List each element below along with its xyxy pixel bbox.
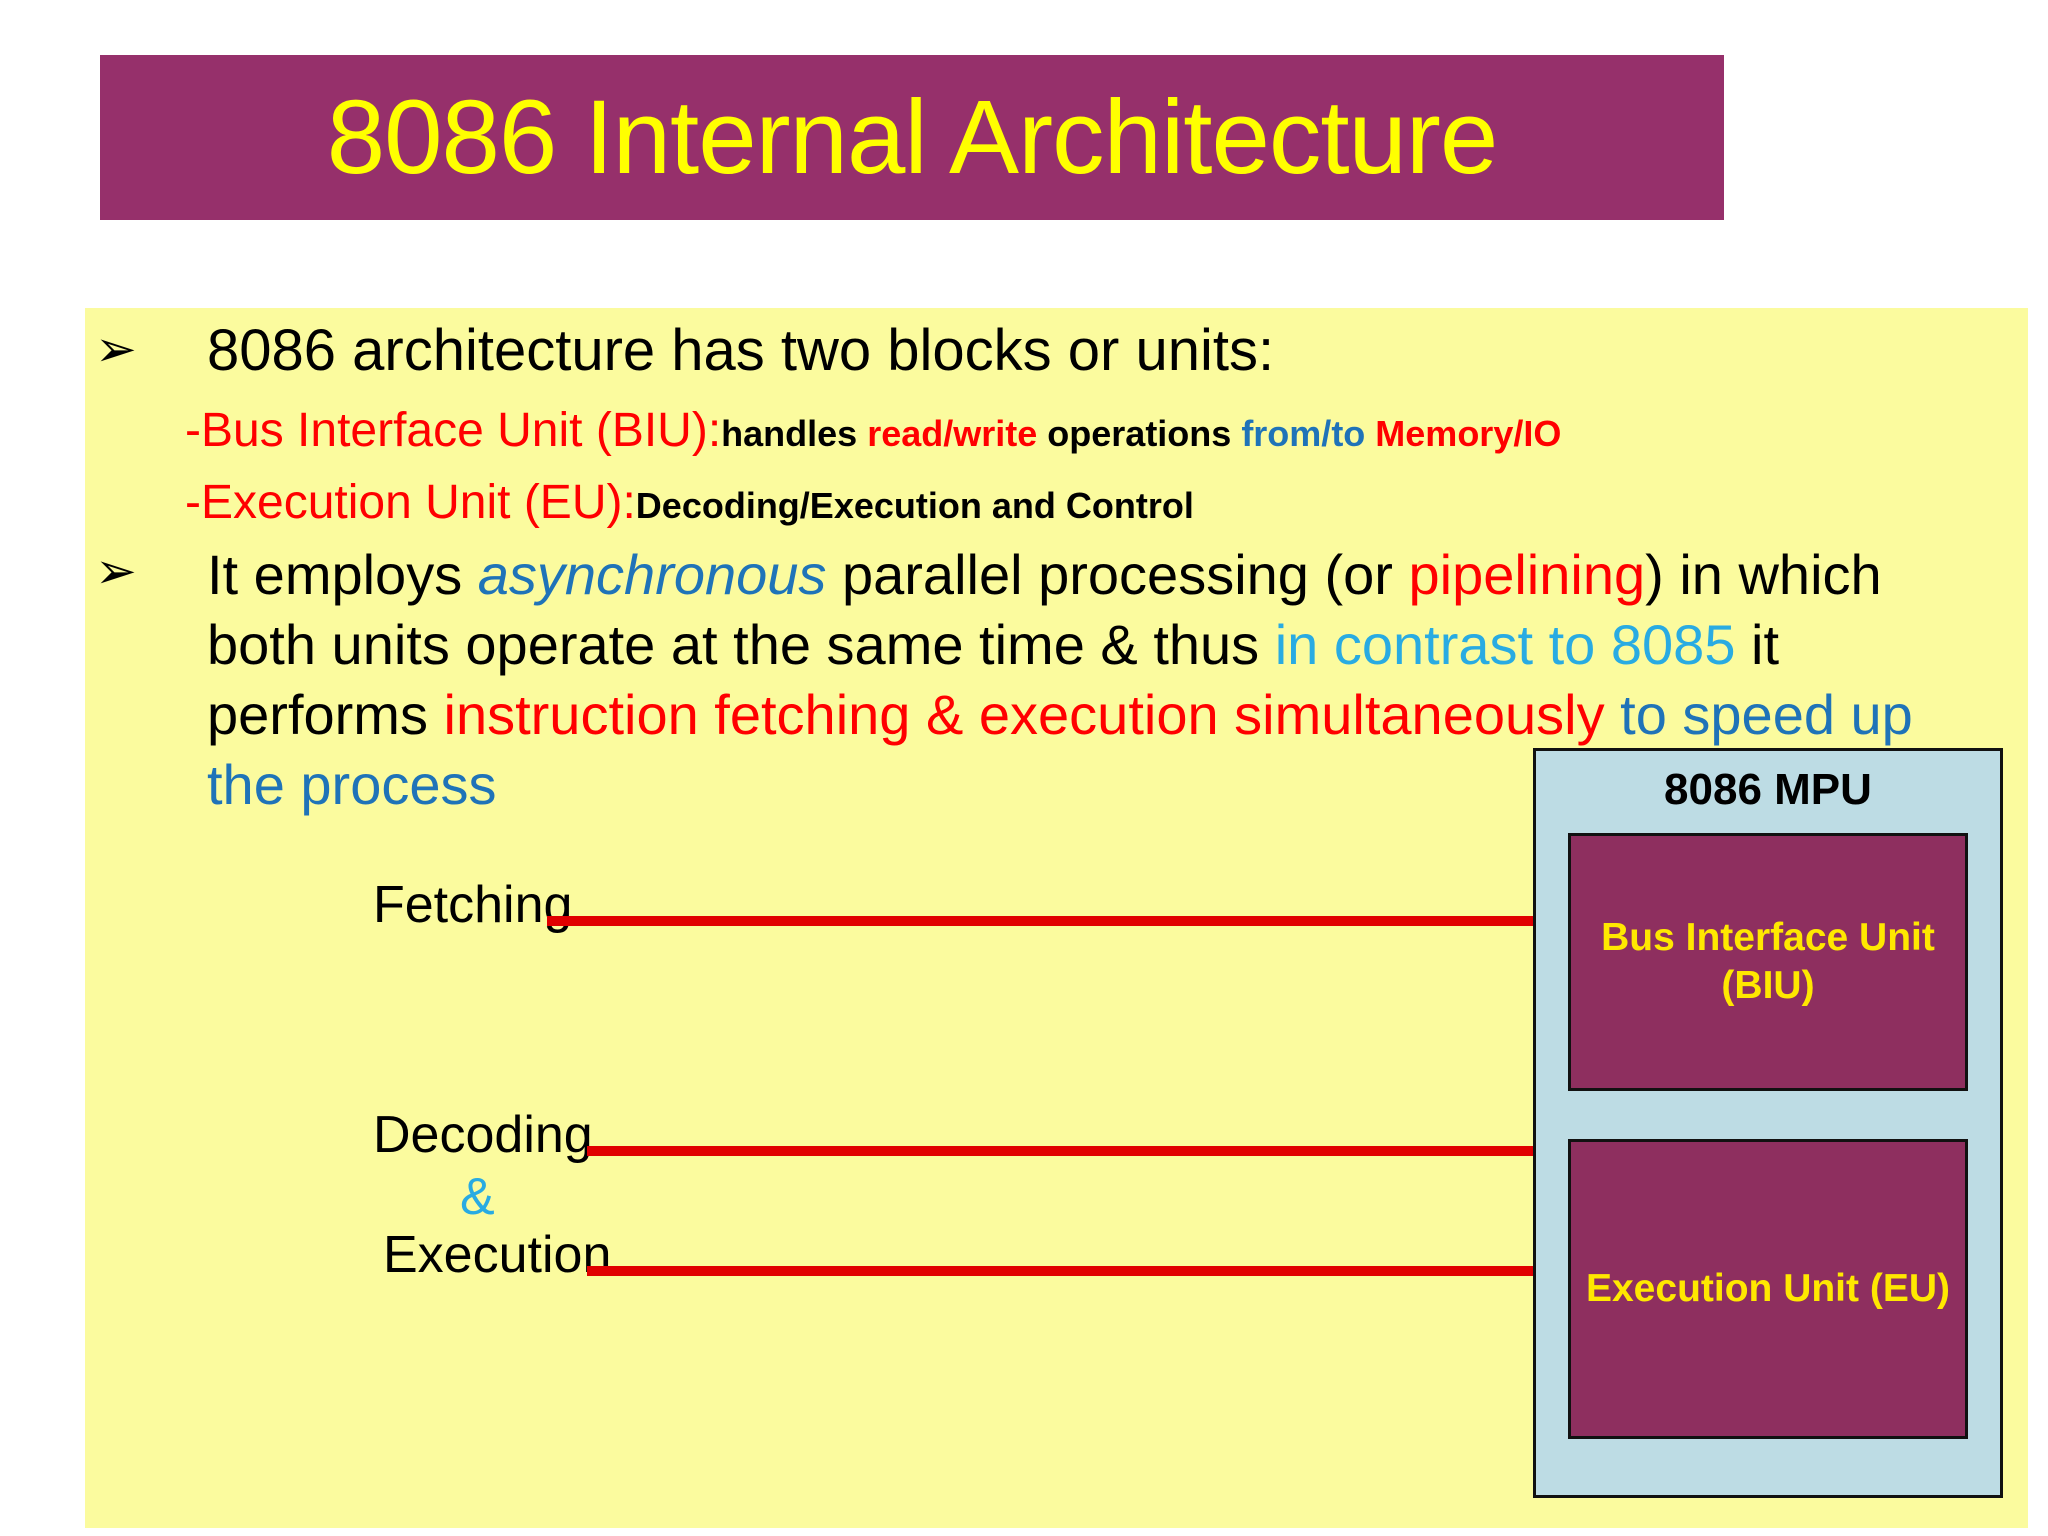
bullet-arrow-icon: ➢ — [95, 542, 137, 600]
sub-line-biu-part-4: Memory/IO — [1365, 413, 1562, 454]
sub-line-biu-part-1: read/write — [867, 413, 1038, 454]
sub-line-biu-head: -Bus Interface Unit (BIU): — [185, 404, 722, 457]
bullet-item-2: ➢ It employs asynchronous parallel proce… — [95, 540, 1965, 820]
sub-line-eu: -Execution Unit (EU):Decoding/Execution … — [185, 475, 1194, 534]
bullet-arrow-icon: ➢ — [95, 320, 137, 378]
sub-line-biu-part-3: from/to — [1241, 413, 1366, 454]
label-decoding: Decoding — [373, 1106, 593, 1164]
bullet-item-1: ➢ 8086 architecture has two blocks or un… — [95, 318, 1995, 384]
biu-unit-label: Bus Interface Unit (BIU) — [1601, 916, 1935, 1007]
mpu-title: 8086 MPU — [1664, 765, 1872, 814]
page-title: 8086 Internal Architecture — [326, 79, 1499, 196]
slide-content-panel: ➢ 8086 architecture has two blocks or un… — [85, 308, 2028, 1528]
eu-unit-box: Execution Unit (EU) — [1568, 1139, 1968, 1439]
bullet-item-2-body: It employs asynchronous parallel process… — [159, 540, 1965, 820]
architecture-diagram: Fetching Decoding & Execution 8086 MPU B… — [85, 748, 2028, 1528]
sub-line-eu-part-0: Decoding/Execution and Control — [635, 485, 1194, 526]
arrow-decoding-to-eu — [587, 1146, 1552, 1156]
sub-line-biu-part-2: operations — [1037, 413, 1242, 454]
label-execution: Execution — [383, 1226, 612, 1284]
bullet-2-seg-3: pipelining — [1408, 543, 1646, 606]
sub-line-biu: -Bus Interface Unit (BIU):handles read/w… — [185, 403, 1561, 462]
bullet-2-seg-2: parallel processing (or — [826, 543, 1409, 606]
sub-line-eu-head: -Execution Unit (EU): — [185, 476, 636, 529]
bullet-2-seg-5: in contrast to 8085 — [1274, 613, 1736, 676]
bullet-item-1-body: 8086 architecture has two blocks or unit… — [159, 318, 1995, 384]
bullet-2-seg-1: asynchronous — [477, 543, 827, 606]
mpu-box: 8086 MPU Bus Interface Unit (BIU) Execut… — [1533, 748, 2003, 1498]
label-ampersand: & — [460, 1168, 495, 1226]
bullet-2-seg-7: instruction fetching & execution simulta… — [443, 683, 1605, 746]
bullet-2-seg-0: It employs — [207, 543, 478, 606]
bullet-2-seg-6: it performs — [207, 613, 1780, 746]
slide-title-bar: 8086 Internal Architecture — [100, 55, 1724, 220]
label-fetching: Fetching — [373, 876, 573, 934]
bullet-item-1-label: 8086 architecture has two blocks or unit… — [207, 318, 1275, 383]
eu-unit-label: Execution Unit (EU) — [1585, 1267, 1950, 1310]
arrow-execution-to-eu — [587, 1266, 1552, 1276]
bullet-item-2-label: It employs asynchronous parallel process… — [159, 540, 1965, 820]
biu-unit-box: Bus Interface Unit (BIU) — [1568, 833, 1968, 1091]
bullet-2-seg-8: to speed up the process — [207, 683, 1913, 816]
bullet-2-seg-4: ) in which both units operate at the sam… — [207, 543, 1882, 676]
sub-line-biu-part-0: handles — [721, 413, 868, 454]
arrow-fetching-to-biu — [547, 916, 1552, 926]
